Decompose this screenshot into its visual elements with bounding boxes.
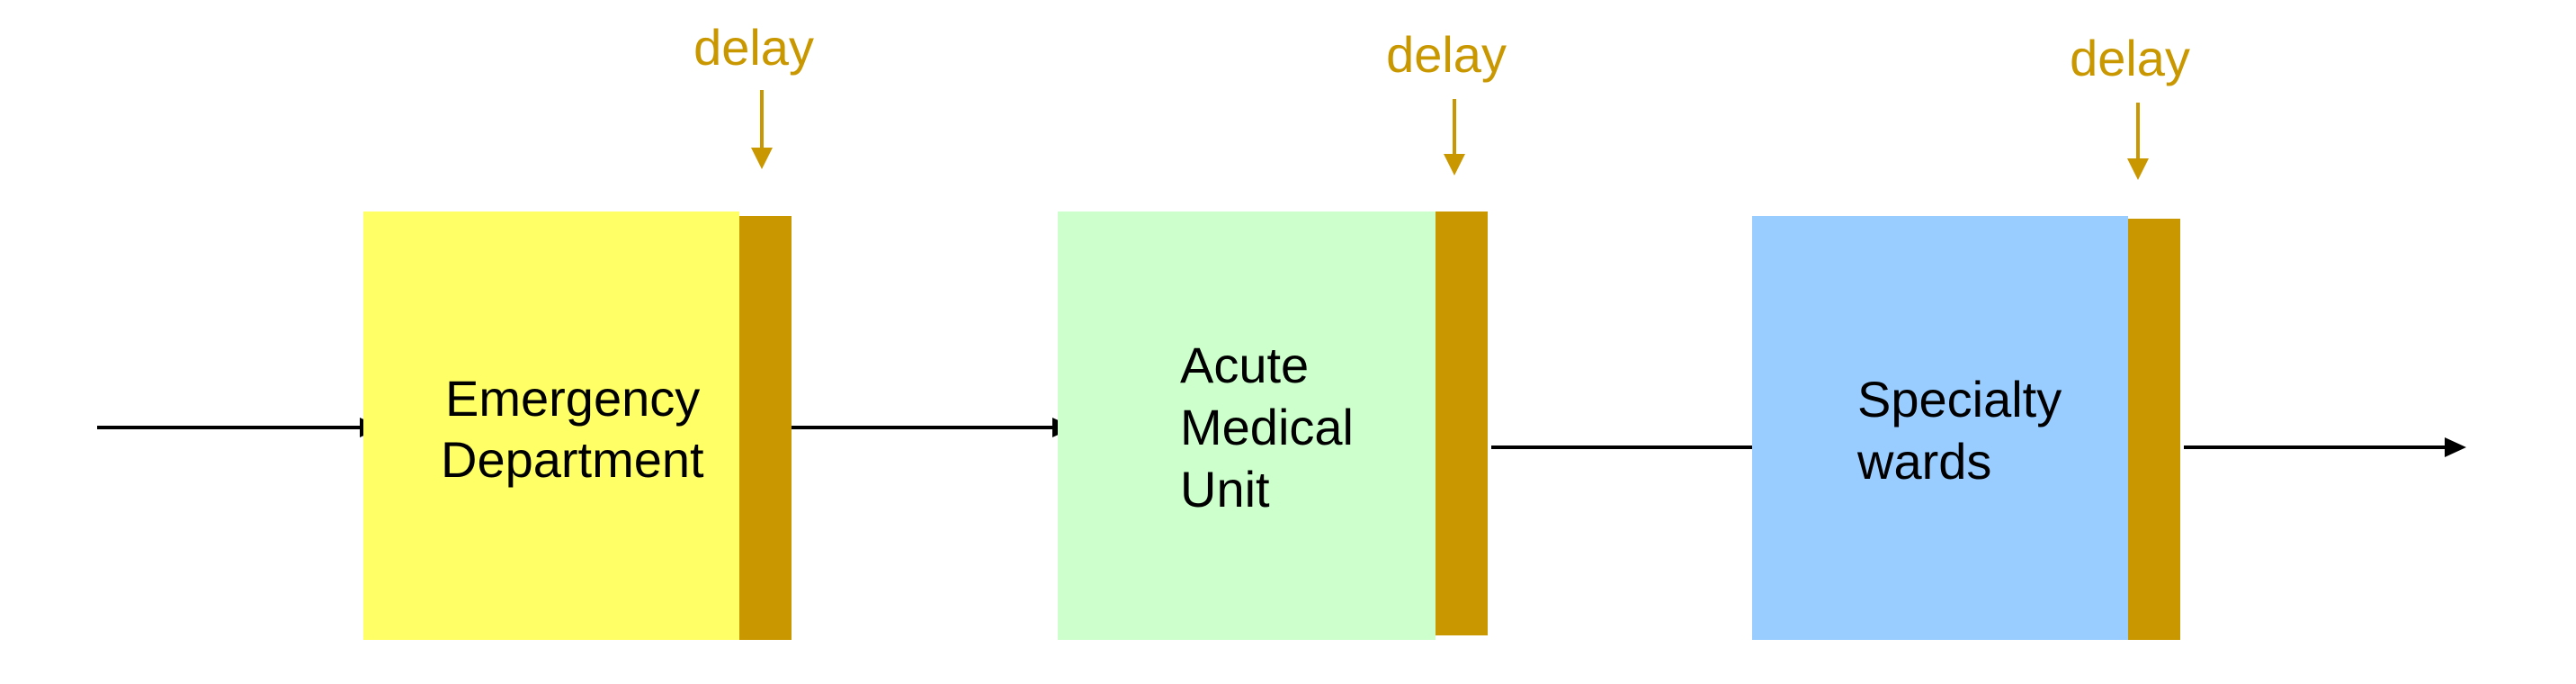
unit-box xyxy=(1058,212,1436,640)
unit-emergency-department: Emergency Department xyxy=(363,212,792,640)
delay-bar xyxy=(2128,219,2180,640)
unit-label-line: Unit xyxy=(1180,461,1270,518)
unit-label-line: Medical xyxy=(1180,399,1354,455)
unit-box xyxy=(1752,216,2128,640)
outflow-arrowhead xyxy=(2445,437,2466,457)
delay-label: delay xyxy=(1386,26,1507,83)
unit-label-line: Emergency xyxy=(445,370,700,427)
delay-arrowhead xyxy=(1444,154,1465,176)
unit-label-line: Specialty xyxy=(1857,371,2062,428)
unit-acute-medical-unit: Acute Medical Unit xyxy=(1058,212,1488,640)
delay-label: delay xyxy=(2070,30,2190,86)
unit-box xyxy=(363,212,739,640)
unit-label-line: Acute xyxy=(1180,337,1309,393)
unit-label-line: Department xyxy=(441,431,704,488)
unit-specialty-wards: Specialty wards xyxy=(1752,216,2180,640)
delay-annotations: delay delay delay xyxy=(693,19,2190,180)
delay-bar xyxy=(1436,212,1488,635)
unit-label-line: wards xyxy=(1856,433,1991,490)
delay-bar xyxy=(739,216,792,640)
delay-arrowhead xyxy=(751,148,773,169)
delay-label: delay xyxy=(693,19,814,76)
delay-arrowhead xyxy=(2127,158,2149,180)
